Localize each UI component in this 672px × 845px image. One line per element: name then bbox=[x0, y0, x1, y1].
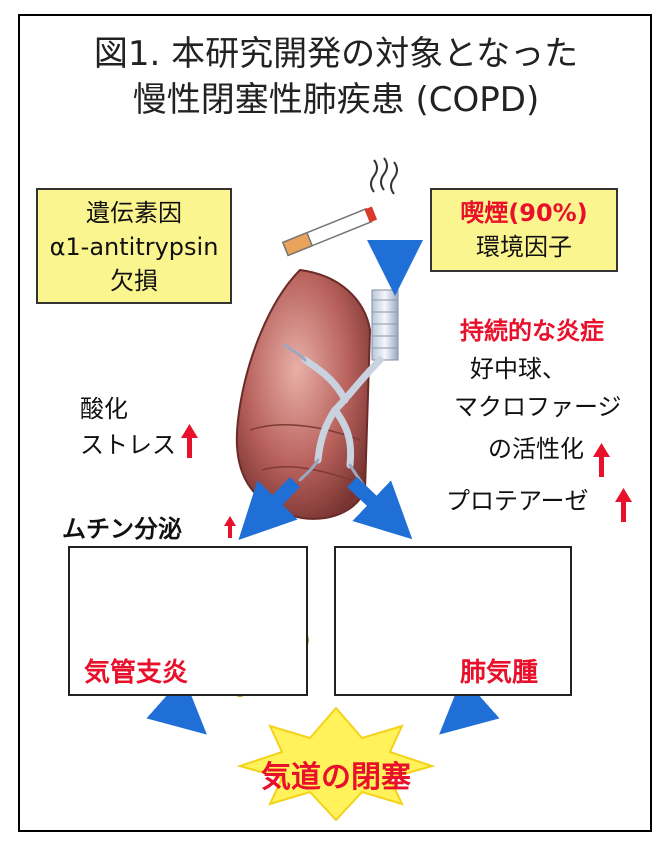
protease-up-arrow-icon bbox=[615, 488, 632, 522]
persistent-inflammation-label: 持続的な炎症 bbox=[460, 314, 604, 348]
macrophage-label: マクロファージ bbox=[454, 390, 622, 424]
environmental-factor-label: 環境因子 bbox=[432, 230, 616, 264]
smoke-icon bbox=[371, 158, 397, 194]
smoking-factor-box: 喫煙(90%) 環境因子 bbox=[430, 188, 618, 272]
oxidative-label-line2: ストレス bbox=[80, 428, 176, 462]
arrow-emphysema-to-obstruction bbox=[460, 700, 478, 716]
oxidative-up-arrow-icon bbox=[181, 424, 198, 458]
mucin-secretion-label: ムチン分泌 bbox=[62, 512, 182, 546]
mucin-up-arrow-icon bbox=[224, 516, 236, 538]
genetic-factor-box: 遺伝素因 α1-antitrypsin 欠損 bbox=[36, 188, 232, 304]
alpha1-antitrypsin-label: α1-antitrypsin bbox=[38, 230, 230, 264]
airway-obstruction-label: 気道の閉塞 bbox=[0, 752, 672, 796]
activation-up-arrow-icon bbox=[593, 443, 610, 477]
genetic-factor-label: 遺伝素因 bbox=[38, 196, 230, 230]
bronchitis-label: 気管支炎 bbox=[84, 652, 188, 689]
protease-label: プロテアーゼ bbox=[446, 484, 589, 518]
arrow-bronchitis-to-obstruction bbox=[168, 700, 186, 716]
emphysema-label: 肺気腫 bbox=[460, 652, 538, 689]
activation-label: の活性化 bbox=[488, 432, 584, 466]
neutrophil-label: 好中球、 bbox=[470, 352, 566, 386]
cigarette-icon bbox=[283, 206, 377, 255]
deficiency-label: 欠損 bbox=[38, 264, 230, 298]
oxidative-label-line1: 酸化 bbox=[80, 392, 128, 426]
smoking-label: 喫煙(90%) bbox=[432, 196, 616, 230]
lung-illustration bbox=[237, 270, 398, 519]
